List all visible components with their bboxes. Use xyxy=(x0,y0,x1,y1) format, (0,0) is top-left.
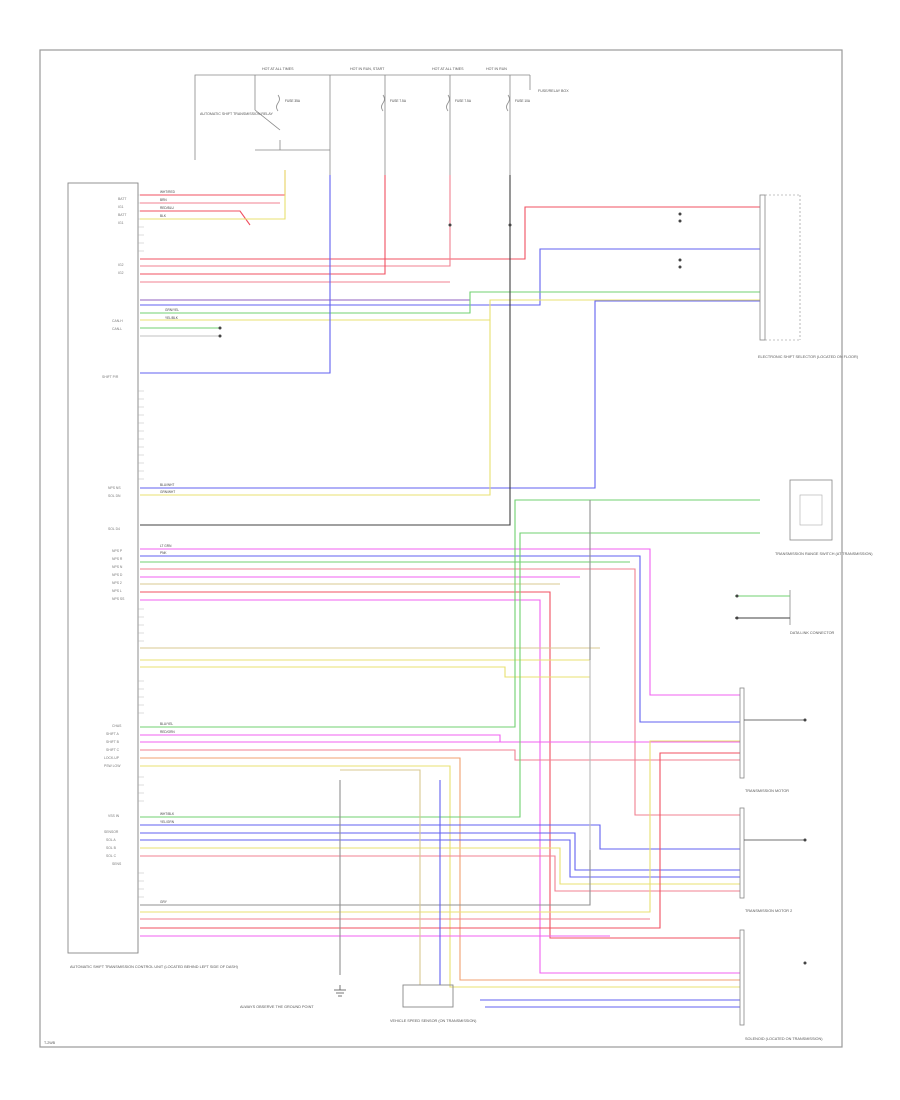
pin-top-8: IG2 xyxy=(118,271,124,275)
fuse-rating-3: FUSE 7.5A xyxy=(455,99,472,103)
range-switch-label: TRANSMISSION RANGE SWITCH (AT TRANSMISSI… xyxy=(775,552,873,556)
pin-mid-3: SOL D4 xyxy=(108,527,120,531)
wire-label-12: WHT/BLK xyxy=(160,812,175,816)
wire-label-13: YEL/GRN xyxy=(160,820,175,824)
switch-note: AUTOMATIC SHIFT TRANSMISSION RELAY xyxy=(200,112,274,116)
fuse-rating-1: FUSE 35A xyxy=(285,99,301,103)
top-fuse-area xyxy=(194,74,531,175)
pin-mid-12: NPS L xyxy=(112,589,122,593)
wire-label-10: BLU/YEL xyxy=(160,722,173,726)
box-note: FUSE/RELAY BOX xyxy=(538,89,569,93)
speed-sensor-box xyxy=(402,984,454,1008)
fuse-label-2: HOT IN RUN, START xyxy=(350,67,385,71)
fuse-label-1: HOT AT ALL TIMES xyxy=(262,67,294,71)
wire-labels: WHT/RED BRN RED/BLU BLK GRN/YEL YEL/BLK … xyxy=(160,190,179,904)
fuse-label-3: HOT AT ALL TIMES xyxy=(432,67,464,71)
solenoid-label: SOLENOID (LOCATED ON TRANSMISSION) xyxy=(745,1037,823,1041)
wire-label-2: RED/BLU xyxy=(160,206,175,210)
pin-top-1: IG1 xyxy=(118,205,124,209)
page-code: T-2WB xyxy=(44,1041,56,1045)
pin-mid-9: NPS N xyxy=(112,565,123,569)
trans-motor-1-label: TRANSMISSION MOTOR xyxy=(745,789,789,793)
pin-mid-11: NPS 2 xyxy=(112,581,122,585)
pin-low-13: SENS xyxy=(112,862,122,866)
pin-low-5: PSW LOW xyxy=(104,764,121,768)
wire-label-14: GRY xyxy=(160,900,168,904)
pin-top-0: BATT xyxy=(118,197,126,201)
pin-mid-0: NPS NS xyxy=(108,486,121,490)
junction-dots xyxy=(218,212,807,965)
trans-motor-2-label: TRANSMISSION MOTOR 2 xyxy=(745,909,792,913)
trans-motor-1 xyxy=(739,687,745,779)
pin-top-2: BATT xyxy=(118,213,126,217)
pin-mid-8: NPS R xyxy=(112,557,123,561)
pin-low-0: CHAS xyxy=(112,724,122,728)
pin-low-4: LOCK-UP xyxy=(104,756,120,760)
pin-top-3: IG1 xyxy=(118,221,124,225)
left-unit-label: AUTOMATIC SHIFT TRANSMISSION CONTROL UNI… xyxy=(70,965,239,969)
ground-note: ALWAYS OBSERVE THE GROUND POINT xyxy=(240,1005,314,1009)
pin-top-7: IG2 xyxy=(118,263,124,267)
wire-label-9: PNK xyxy=(160,551,167,555)
wire-label-7: GRN/WHT xyxy=(160,490,175,494)
pin-mid-1: SOL DN xyxy=(108,494,121,498)
speed-sensor-label: VEHICLE SPEED SENSOR (ON TRANSMISSION) xyxy=(390,1019,477,1023)
dlc-label: DATA LINK CONNECTOR xyxy=(790,631,835,635)
pin-low-2: SHIFT B xyxy=(106,740,120,744)
wire-label-11: RED/GRN xyxy=(160,730,175,734)
wire-label-8: LT GRN xyxy=(160,544,172,548)
pin-low-1: SHIFT A xyxy=(106,732,119,736)
wire-label-6: BLU/WHT xyxy=(160,483,174,487)
fuse-label-4: HOT IN RUN xyxy=(486,67,507,71)
left-pin-labels-low: CHAS SHIFT A SHIFT B SHIFT C LOCK-UP PSW… xyxy=(104,724,122,866)
pin-low-10: SOL A xyxy=(106,838,116,842)
wire-label-5: YEL/BLK xyxy=(165,316,179,320)
pin-low-3: SHIFT C xyxy=(106,748,120,752)
pin-low-9: SENSOR xyxy=(104,830,119,834)
pin-mid-13: NPS SS xyxy=(112,597,125,601)
ground-symbol xyxy=(334,985,346,997)
pin-mid-10: NPS D xyxy=(112,573,123,577)
wire-label-1: BRN xyxy=(160,198,167,202)
pin-top-11: CAN-H xyxy=(112,319,123,323)
pin-low-12: SOL C xyxy=(106,854,117,858)
wires xyxy=(140,170,760,1008)
left-pin-labels-mid: NPS NS SOL DN SOL D4 NPS P NPS R NPS N N… xyxy=(108,486,125,601)
shift-selector-label: ELECTRONIC SHIFT SELECTOR (LOCATED ON FL… xyxy=(758,355,859,359)
left-pin-labels-top: BATT IG1 BATT IG1 IG2 IG2 CAN-H CAN-L SH… xyxy=(102,197,126,379)
trans-motor-2 xyxy=(739,807,745,899)
pin-mid-7: NPS P xyxy=(112,549,123,553)
wire-label-0: WHT/RED xyxy=(160,190,176,194)
wire-label-4: GRN/YEL xyxy=(165,308,179,312)
fuse-rating-2: FUSE 7.5A xyxy=(390,99,407,103)
pin-top-12: CAN-L xyxy=(112,327,122,331)
pin-low-11: SOL B xyxy=(106,846,117,850)
fuse-rating-4: FUSE 10A xyxy=(515,99,531,103)
trans-motor-3 xyxy=(739,929,745,1026)
pin-top-15: SHIFT P/R xyxy=(102,375,119,379)
wire-label-3: BLK xyxy=(160,214,167,218)
diagram-frame xyxy=(39,49,843,1048)
shift-selector-box xyxy=(759,194,766,341)
range-switch-box xyxy=(789,479,833,541)
left-control-unit xyxy=(67,182,139,954)
pin-low-7: VSS IN xyxy=(108,814,120,818)
